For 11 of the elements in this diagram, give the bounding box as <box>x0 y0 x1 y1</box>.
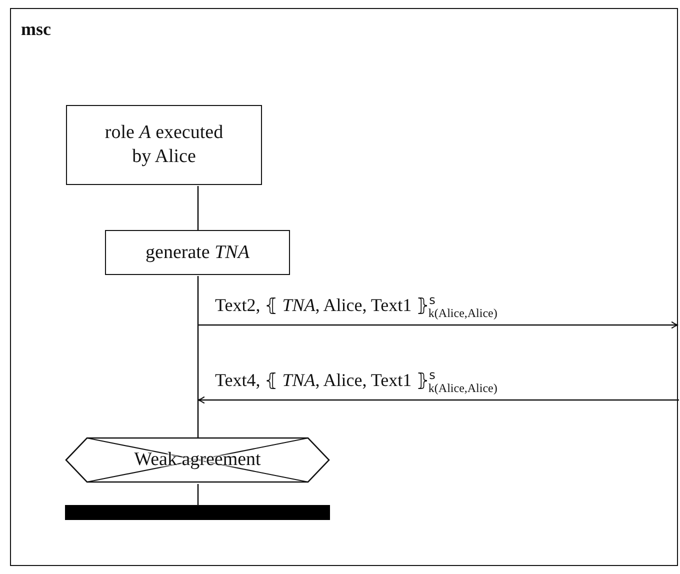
lifeline <box>197 186 199 231</box>
frame <box>10 8 678 566</box>
condition-hexagon <box>65 437 330 483</box>
end-bar <box>65 505 330 520</box>
box-label: role A executed by Alice <box>104 121 224 169</box>
box-label: generate TNA <box>144 240 250 264</box>
action-box <box>105 230 290 275</box>
frame-title: msc <box>21 18 51 41</box>
lifeline <box>197 276 199 438</box>
role-box <box>66 105 262 185</box>
lifeline <box>197 484 199 506</box>
